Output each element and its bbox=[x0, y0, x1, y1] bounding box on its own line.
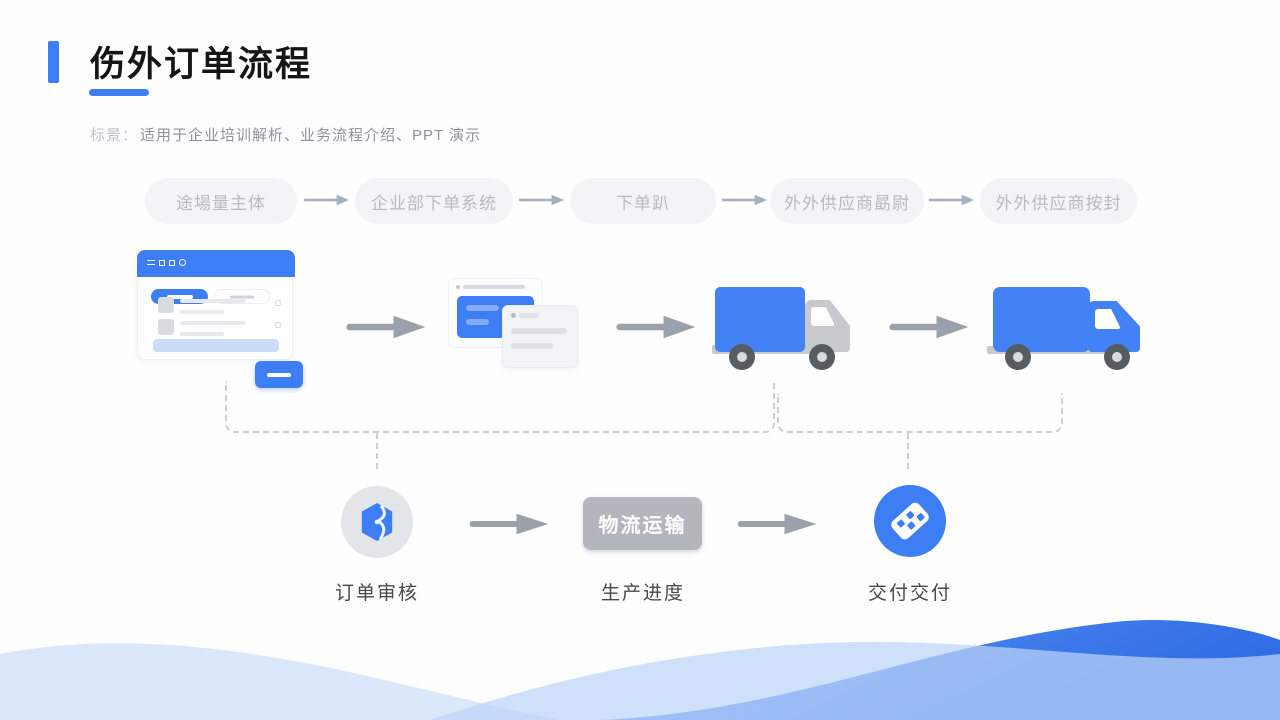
page-title: 伤外订单流程 bbox=[90, 45, 313, 84]
order-review-node bbox=[341, 486, 413, 558]
list-thumb bbox=[158, 297, 174, 313]
window-header bbox=[137, 250, 295, 277]
title-accent-bar bbox=[48, 41, 59, 83]
arrow-right-icon bbox=[889, 315, 969, 339]
dashed-bracket-left bbox=[225, 381, 775, 433]
truck-blue-illustration bbox=[985, 280, 1145, 375]
node-label-progress: 生产进度 bbox=[600, 583, 685, 604]
arrow-right-icon bbox=[469, 513, 549, 535]
box-cube-icon bbox=[361, 503, 393, 541]
list-line bbox=[180, 321, 246, 325]
arrow-right-icon bbox=[928, 194, 975, 206]
card-line bbox=[463, 285, 525, 289]
card-line bbox=[511, 343, 553, 349]
flow-step-5: 外外供应商按封 bbox=[980, 178, 1137, 224]
card-line bbox=[511, 328, 567, 334]
subtitle-prefix: 标景： bbox=[90, 127, 139, 144]
logistics-button: 物流运输 bbox=[583, 497, 702, 550]
subtitle: 标景：适用于企业培训解析、业务流程介绍、PPT 演示 bbox=[90, 124, 481, 145]
node-label-review: 订单审核 bbox=[334, 583, 419, 604]
highlight-bar bbox=[153, 339, 279, 352]
flow-step-2: 企业部下单系统 bbox=[355, 178, 513, 224]
subtitle-text: 适用于企业培训解析、业务流程介绍、PPT 演示 bbox=[140, 127, 482, 144]
list-line bbox=[180, 310, 224, 314]
arrow-right-icon bbox=[616, 315, 696, 339]
card-pill bbox=[519, 313, 539, 318]
list-line bbox=[180, 332, 224, 336]
order-card-front bbox=[502, 305, 578, 368]
list-thumb bbox=[158, 319, 174, 335]
dashed-drop-line bbox=[907, 433, 909, 469]
card-dot bbox=[511, 313, 516, 318]
list-action-icon bbox=[275, 322, 281, 328]
arrow-right-icon bbox=[721, 194, 768, 206]
submit-button-illustration bbox=[255, 361, 303, 388]
truck-gray-cab-illustration bbox=[700, 280, 860, 375]
flow-step-4: 外外供应商勗尉 bbox=[770, 178, 924, 224]
arrow-right-icon bbox=[518, 194, 565, 206]
list-line bbox=[180, 299, 246, 303]
title-underline bbox=[89, 89, 149, 96]
arrow-right-icon bbox=[346, 315, 426, 339]
flow-step-3: 下单趴 bbox=[570, 178, 716, 224]
window-controls-icon bbox=[147, 259, 186, 266]
arrow-right-icon bbox=[737, 513, 817, 535]
dashed-drop-line bbox=[376, 433, 378, 469]
checkered-flag-icon bbox=[891, 502, 929, 540]
order-window-illustration bbox=[137, 250, 295, 360]
arrow-right-icon bbox=[303, 194, 350, 206]
flow-step-1: 途場量主体 bbox=[145, 178, 297, 224]
list-action-icon bbox=[275, 300, 281, 306]
node-label-delivery: 交付交付 bbox=[867, 583, 952, 604]
wave-decoration bbox=[0, 620, 1280, 720]
delivery-node bbox=[874, 485, 946, 557]
card-dot bbox=[456, 285, 460, 289]
dashed-bracket-right bbox=[777, 393, 1063, 433]
